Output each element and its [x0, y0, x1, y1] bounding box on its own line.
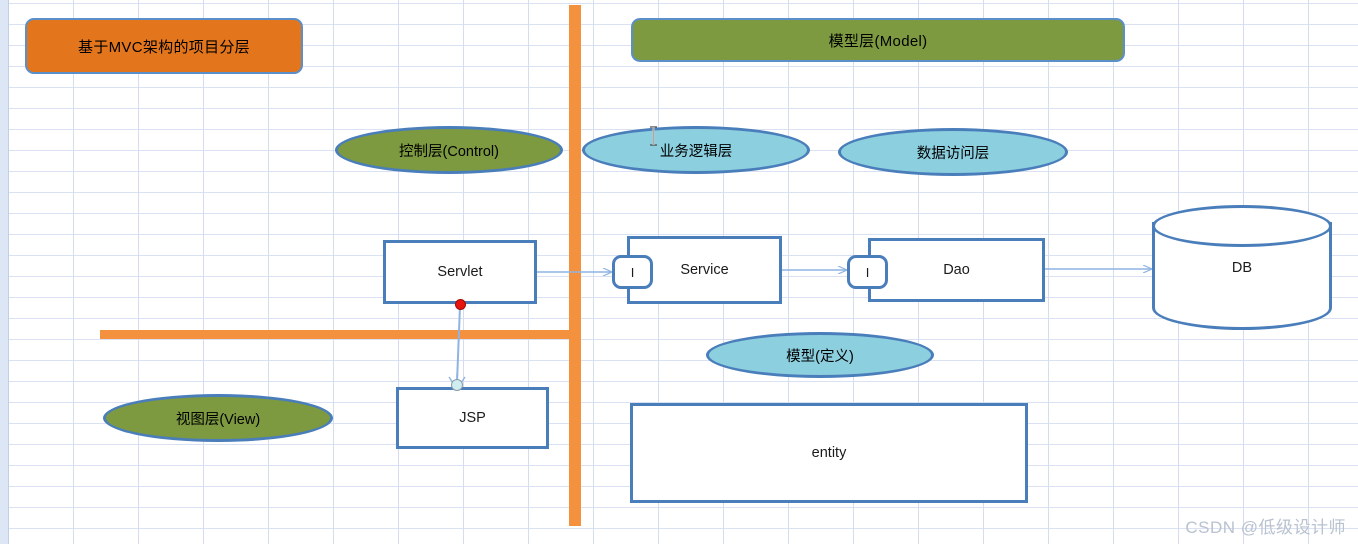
- data-access-layer-ellipse: 数据访问层: [838, 128, 1068, 176]
- entity-box-label: entity: [811, 445, 847, 461]
- title-banner-label: 基于MVC架构的项目分层: [78, 38, 250, 56]
- view-layer-label: 视图层(View): [175, 411, 261, 428]
- dao-interface-badge[interactable]: I: [847, 255, 888, 289]
- title-banner: 基于MVC架构的项目分层: [25, 18, 303, 74]
- grid-row-header-margin: [0, 0, 9, 544]
- control-layer-ellipse: 控制层(Control): [335, 126, 563, 174]
- data-access-layer-label: 数据访问层: [916, 145, 990, 162]
- model-banner-label: 模型层(Model): [828, 32, 928, 50]
- database-cylinder[interactable]: DB: [1152, 205, 1332, 330]
- dao-box-label: Dao: [943, 262, 970, 278]
- model-definition-ellipse: 模型(定义): [706, 332, 934, 378]
- servlet-box[interactable]: Servlet: [383, 240, 537, 304]
- service-interface-badge[interactable]: I: [612, 255, 653, 289]
- text-cursor-icon: [650, 126, 657, 146]
- database-label: DB: [1231, 259, 1253, 276]
- service-box[interactable]: Service: [627, 236, 782, 304]
- vertical-separator-bar: [569, 5, 581, 526]
- service-interface-label: I: [630, 264, 635, 280]
- connector-servlet-to-jsp: [456, 305, 461, 383]
- model-definition-label: 模型(定义): [786, 348, 854, 365]
- business-layer-label: 业务逻辑层: [659, 143, 733, 160]
- control-layer-label: 控制层(Control): [399, 143, 499, 160]
- business-layer-ellipse: 业务逻辑层: [582, 126, 810, 174]
- servlet-connection-handle[interactable]: [455, 299, 466, 310]
- view-layer-ellipse: 视图层(View): [103, 394, 333, 442]
- servlet-box-label: Servlet: [437, 264, 483, 280]
- model-banner: 模型层(Model): [631, 18, 1125, 62]
- dao-interface-label: I: [865, 264, 870, 280]
- jsp-connection-handle[interactable]: [451, 379, 463, 391]
- jsp-box[interactable]: JSP: [396, 387, 549, 449]
- jsp-box-label: JSP: [459, 410, 486, 426]
- service-box-label: Service: [680, 262, 729, 278]
- csdn-watermark: CSDN @低级设计师: [1185, 518, 1346, 537]
- dao-box[interactable]: Dao: [868, 238, 1045, 302]
- horizontal-separator-bar: [100, 330, 581, 339]
- entity-box[interactable]: entity: [630, 403, 1028, 503]
